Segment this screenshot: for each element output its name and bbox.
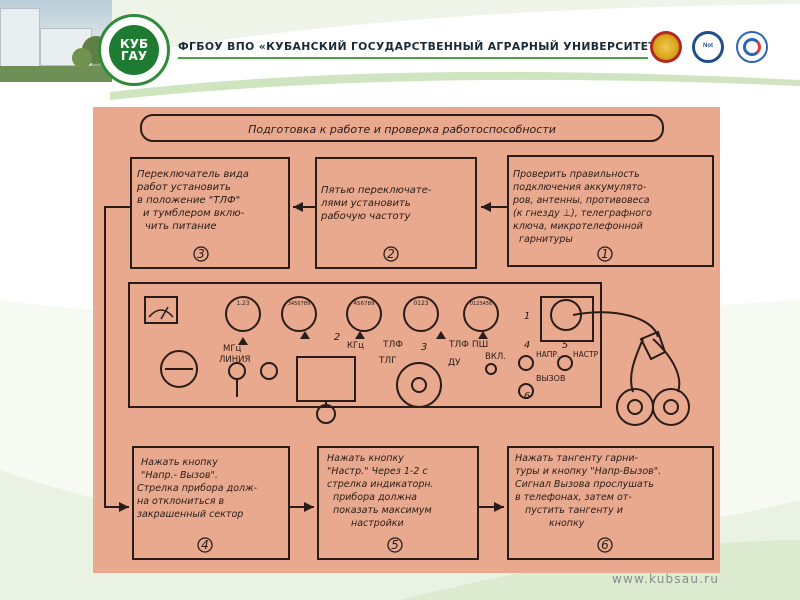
emblem-badge-icon bbox=[650, 31, 682, 63]
step-6-line-6: кнопку bbox=[549, 518, 585, 529]
step-2-line-2: лями установить bbox=[320, 198, 411, 209]
step-4-line-2: "Напр.- Вызов". bbox=[141, 470, 218, 481]
dial-2-scale: 3456789 bbox=[288, 301, 310, 307]
dial-3-scale: 456789 bbox=[354, 301, 375, 307]
accreditation-badge-icon: Not bbox=[692, 31, 724, 63]
step-1-line-6: гарнитуры bbox=[519, 234, 573, 245]
step-5-line-3: стрелка индикаторн. bbox=[327, 479, 434, 490]
panel-marker-2: 2 bbox=[334, 332, 340, 343]
label-khz: КГц bbox=[347, 341, 364, 351]
swirl-icon bbox=[743, 38, 761, 56]
step-3-line-1: Переключатель вида bbox=[137, 169, 249, 180]
label-vyzov: ВЫЗОВ bbox=[536, 374, 565, 383]
campus-photo bbox=[0, 0, 112, 82]
label-tlf: ТЛФ bbox=[382, 340, 403, 350]
step-5-line-2: "Настр." Через 1-2 с bbox=[327, 466, 428, 477]
label-line: ЛИНИЯ bbox=[219, 355, 251, 365]
label-nastr: НАСТР bbox=[573, 350, 599, 359]
step-1-line-2: подключения аккумулято- bbox=[513, 182, 647, 193]
label-tlg: ТЛГ bbox=[378, 356, 397, 366]
step-box-5 bbox=[317, 446, 479, 560]
panel-marker-1: 1 bbox=[524, 311, 530, 322]
step-5-line-4: прибора должна bbox=[333, 492, 417, 503]
step-1-line-1: Проверить правильность bbox=[513, 169, 640, 180]
step-6-line-4: в телефонах, затем от- bbox=[515, 492, 632, 503]
panel-marker-5: 5 bbox=[562, 340, 568, 351]
svg-text:Проверить правильность: Проверить правильность подключения аккум… bbox=[512, 169, 655, 245]
header-title: ФГБОУ ВПО «КУБАНСКИЙ ГОСУДАРСТВЕННЫЙ АГР… bbox=[178, 40, 664, 53]
label-du: ДУ bbox=[448, 358, 461, 368]
step-2-line-1: Пятью переключате- bbox=[321, 185, 432, 196]
step-5-line-5: показать максимум bbox=[333, 505, 432, 516]
education-badge-icon bbox=[736, 31, 768, 63]
logo-text: КУБ ГАУ bbox=[109, 25, 159, 75]
dial-4-scale: 0123 bbox=[413, 300, 428, 307]
step-4-line-5: закрашенный сектор bbox=[137, 509, 243, 520]
scanned-diagram: Подготовка к работе и проверка работоспо… bbox=[93, 107, 720, 573]
label-napr: НАПР. bbox=[536, 350, 559, 359]
panel-marker-6: 6 bbox=[524, 391, 530, 402]
svg-text:Переключатель вида раб: Переключатель вида работ установить в по… bbox=[136, 169, 252, 232]
university-logo: КУБ ГАУ bbox=[98, 14, 170, 86]
step-3-line-3: в положение "ТЛФ" bbox=[137, 195, 240, 206]
diagram-title-box bbox=[140, 114, 664, 142]
step-2-line-3: рабочую частоту bbox=[320, 210, 411, 222]
panel-marker-4: 4 bbox=[524, 340, 530, 351]
step-6-line-3: Сигнал Вызова прослушать bbox=[515, 479, 654, 490]
panel-marker-3: 3 bbox=[421, 342, 427, 353]
step-box-3 bbox=[130, 157, 290, 269]
label-mhz: МГц bbox=[223, 344, 242, 354]
step-box-6 bbox=[507, 446, 714, 560]
step-6-line-1: Нажать тангенту гарни- bbox=[515, 453, 639, 464]
radio-panel bbox=[128, 282, 602, 408]
step-3-line-2: работ установить bbox=[136, 181, 231, 193]
header-underline bbox=[178, 57, 648, 59]
svg-text:Нажать кнопку "Напр.-: Нажать кнопку "Напр.- Вызов". Стрелка пр… bbox=[137, 457, 260, 520]
step-3-line-4: и тумблером вклю- bbox=[143, 207, 245, 219]
step-6-line-2: туры и кнопку "Напр-Вызов". bbox=[515, 466, 661, 477]
step-4-line-3: Стрелка прибора долж- bbox=[137, 483, 258, 494]
svg-text:Пятью переключате- лям: Пятью переключате- лями установить рабоч… bbox=[320, 185, 435, 222]
svg-text:Нажать тангенту гарни-: Нажать тангенту гарни- туры и кнопку "На… bbox=[515, 453, 664, 529]
label-tlf-psh: ТЛФ ПШ bbox=[448, 340, 488, 350]
step-1-line-5: ключа, микротелефонной bbox=[513, 221, 643, 232]
dial-5-scale: 0123456 bbox=[470, 301, 492, 307]
step-1-line-4: (к гнезду ⊥), телеграфного bbox=[513, 208, 652, 219]
step-4-number: 4 bbox=[201, 538, 209, 552]
step-5-line-6: настройки bbox=[351, 518, 404, 529]
dial-1-scale: 1.23 bbox=[236, 300, 250, 307]
step-2-number: 2 bbox=[387, 247, 395, 261]
step-4-line-4: на отклониться в bbox=[137, 496, 224, 507]
step-3-number: 3 bbox=[197, 247, 205, 261]
diagram-title: Подготовка к работе и проверка работоспо… bbox=[248, 123, 556, 136]
step-5-line-1: Нажать кнопку bbox=[327, 453, 404, 464]
badge-2-text: Not bbox=[703, 43, 713, 49]
footer-url[interactable]: www.kubsau.ru bbox=[612, 572, 720, 586]
step-1-number: 1 bbox=[601, 247, 609, 261]
step-3-line-5: чить питание bbox=[145, 221, 216, 232]
svg-text:Нажать кнопку "Настр.": Нажать кнопку "Настр." Через 1-2 с стрел… bbox=[327, 453, 437, 529]
step-box-2 bbox=[315, 157, 477, 269]
step-1-line-3: ров, антенны, противовеса bbox=[512, 195, 650, 206]
step-box-1 bbox=[507, 155, 714, 267]
step-5-number: 5 bbox=[391, 538, 399, 552]
step-4-line-1: Нажать кнопку bbox=[141, 457, 218, 468]
step-6-number: 6 bbox=[601, 538, 609, 552]
step-6-line-5: пустить тангенту и bbox=[525, 505, 623, 516]
label-vkl: ВКЛ. bbox=[485, 352, 506, 362]
step-box-4 bbox=[132, 446, 290, 560]
